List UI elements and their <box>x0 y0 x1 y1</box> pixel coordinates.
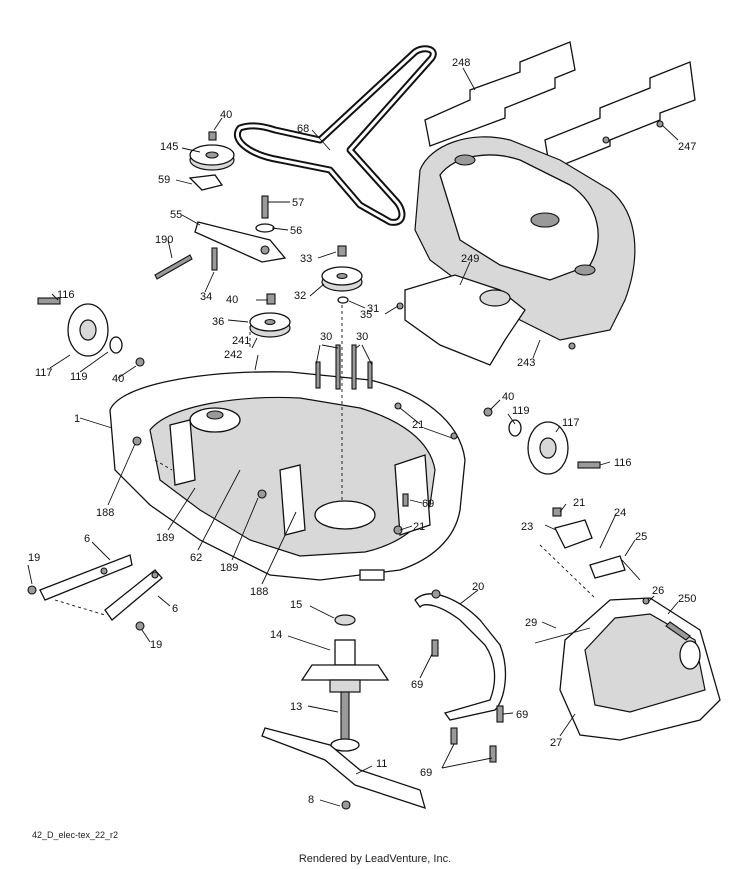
callout-57: 57 <box>292 197 304 209</box>
callout-119-left: 119 <box>70 371 88 383</box>
mower-blade <box>261 727 426 810</box>
callout-14: 14 <box>270 629 282 641</box>
callout-189-right: 189 <box>220 562 238 574</box>
center-pulley <box>321 245 363 304</box>
callout-34: 34 <box>200 291 212 303</box>
callout-6-upper: 6 <box>84 533 90 545</box>
callout-190: 190 <box>155 234 173 246</box>
callout-6-lower: 6 <box>172 603 178 615</box>
callout-23: 23 <box>521 521 533 533</box>
callout-27: 27 <box>550 737 562 749</box>
callout-119-right: 119 <box>512 405 530 417</box>
drive-belt <box>234 45 437 226</box>
callout-1: 1 <box>74 413 80 425</box>
callout-243: 243 <box>517 357 535 369</box>
idler-pulley-assembly <box>154 131 287 280</box>
callout-40-center: 40 <box>226 294 238 306</box>
callout-69-arm-left: 69 <box>411 679 423 691</box>
callout-55: 55 <box>170 209 182 221</box>
callout-21-deck: 21 <box>413 521 425 533</box>
latch-bracket-spring <box>539 507 641 599</box>
callout-116-left: 116 <box>57 289 75 301</box>
callout-13: 13 <box>290 701 302 713</box>
spindle-assembly <box>300 614 390 752</box>
callout-188-left: 188 <box>96 507 114 519</box>
callout-11: 11 <box>376 758 387 770</box>
gauge-wheel-right <box>483 407 601 475</box>
diagram-reference-code: 42_D_elec-tex_22_r2 <box>32 830 118 840</box>
callout-62: 62 <box>190 552 202 564</box>
callout-30-b: 30 <box>356 331 368 343</box>
callout-249: 249 <box>461 253 479 265</box>
callout-21-bracket: 21 <box>573 497 585 509</box>
callout-68: 68 <box>297 123 309 135</box>
callout-21-top: 21 <box>412 419 424 431</box>
spindle-pulley-36 <box>249 293 291 338</box>
belt-cover <box>396 274 526 366</box>
callout-40: 40 <box>220 109 232 121</box>
anti-scalp-arm <box>414 589 507 763</box>
callout-40-right: 40 <box>502 391 514 403</box>
callout-188-right: 188 <box>250 586 268 598</box>
callout-19-lower: 19 <box>150 639 162 651</box>
callout-117-left: 117 <box>35 367 53 379</box>
callout-31: 31 <box>367 303 379 315</box>
callout-247: 247 <box>678 141 696 153</box>
deck-brackets <box>27 554 163 631</box>
callout-69-bottom: 69 <box>420 767 432 779</box>
callout-26: 26 <box>652 585 664 597</box>
callout-32: 32 <box>294 290 306 302</box>
gauge-wheel-left <box>37 297 145 367</box>
callout-56: 56 <box>290 225 302 237</box>
callout-69-deck: 69 <box>422 498 434 510</box>
callout-25: 25 <box>635 531 647 543</box>
callout-59: 59 <box>158 174 170 186</box>
callout-20: 20 <box>472 581 484 593</box>
callout-117-right: 117 <box>562 417 580 429</box>
callout-30-a: 30 <box>320 331 332 343</box>
callout-242: 242 <box>224 349 242 361</box>
belt-shields <box>424 41 696 171</box>
callout-241: 241 <box>232 335 250 347</box>
callout-69-arm-right: 69 <box>516 709 528 721</box>
callout-19-left: 19 <box>28 552 40 564</box>
callout-labels: 248 247 68 40 145 59 57 55 56 190 34 33 … <box>28 57 696 806</box>
callout-40-left: 40 <box>112 373 124 385</box>
callout-248: 248 <box>452 57 470 69</box>
callout-29: 29 <box>525 617 537 629</box>
callout-15: 15 <box>290 599 302 611</box>
callout-36: 36 <box>212 316 224 328</box>
callout-33: 33 <box>300 253 312 265</box>
callout-35: 35 <box>360 309 372 321</box>
callout-24: 24 <box>614 507 626 519</box>
callout-189-left: 189 <box>156 532 174 544</box>
render-credit: Rendered by LeadVenture, Inc. <box>299 853 451 865</box>
leader-lines <box>27 67 679 807</box>
callout-145: 145 <box>160 141 178 153</box>
callout-8: 8 <box>308 794 314 806</box>
discharge-chute <box>534 597 721 741</box>
callout-116-right: 116 <box>614 457 632 469</box>
mower-deck <box>109 305 466 581</box>
callout-250: 250 <box>678 593 696 605</box>
